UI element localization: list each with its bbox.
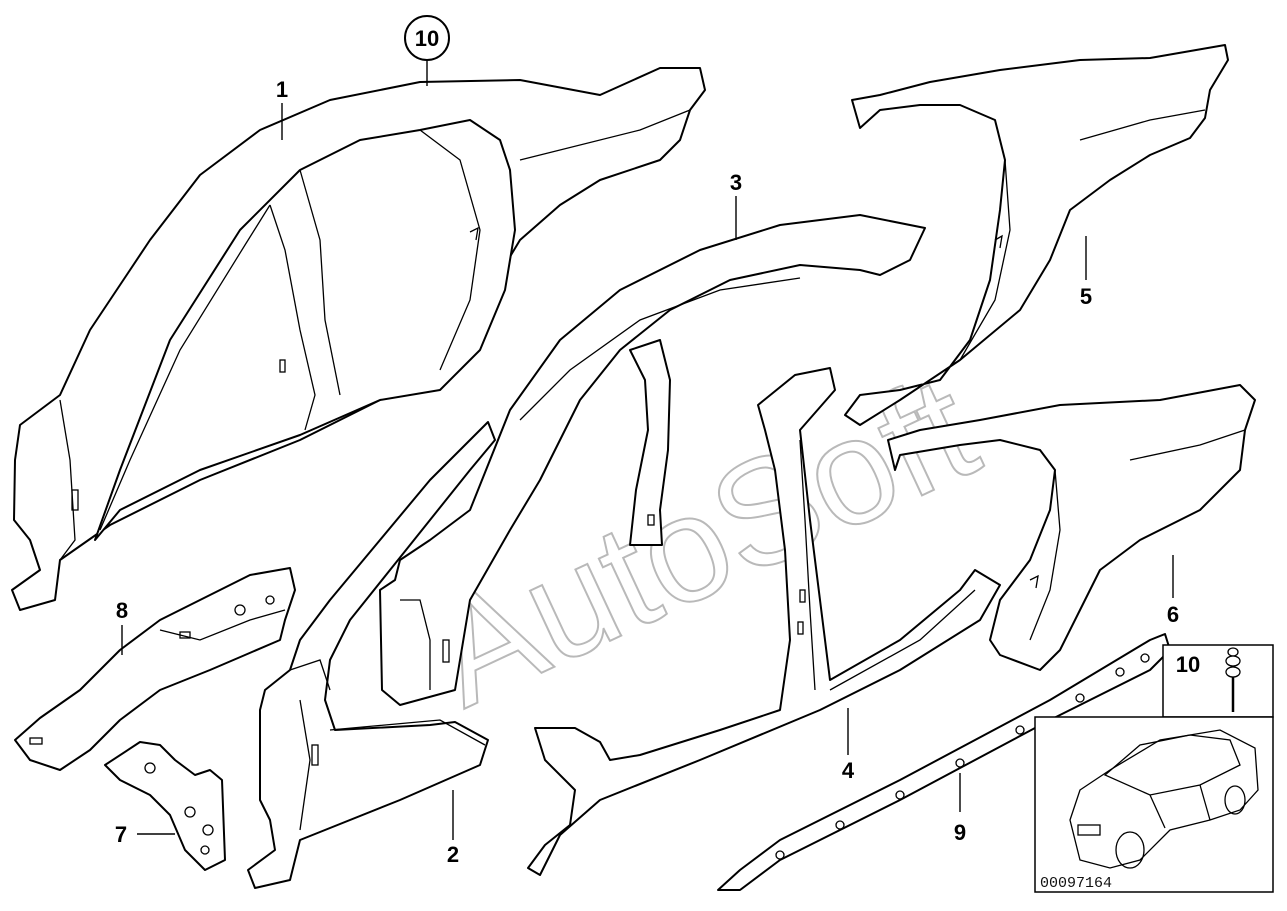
callout-3: 3 bbox=[730, 170, 742, 195]
part-5-rear-quarter-upper[interactable] bbox=[844, 44, 1229, 426]
part-9-sill-strip[interactable] bbox=[717, 633, 1171, 891]
part-6-rear-quarter-lower[interactable] bbox=[887, 384, 1256, 671]
inset-part-10: 10 bbox=[1162, 644, 1274, 718]
callout-8: 8 bbox=[116, 598, 128, 623]
callout-4: 4 bbox=[842, 758, 855, 783]
callout-10-circled: 10 bbox=[404, 15, 450, 86]
inset-car-locator: 00097164 bbox=[1034, 716, 1274, 893]
callout-7: 7 bbox=[115, 822, 127, 847]
callout-9: 9 bbox=[954, 820, 966, 845]
callout-10-inset: 10 bbox=[1176, 652, 1200, 677]
part-3-inner-side-frame[interactable] bbox=[379, 214, 926, 706]
part-7-gusset[interactable] bbox=[104, 741, 226, 871]
callout-10-circled-label: 10 bbox=[415, 26, 439, 51]
part-4-inner-sill-b-pillar[interactable] bbox=[527, 367, 1001, 876]
callout-6: 6 bbox=[1167, 602, 1179, 627]
callouts: 1 2 3 4 5 6 7 8 9 bbox=[115, 77, 1179, 867]
callout-2: 2 bbox=[447, 842, 459, 867]
part-2-a-pillar-sill[interactable] bbox=[247, 421, 496, 889]
part-8-inner-bracket[interactable] bbox=[14, 567, 296, 771]
rivet-icon bbox=[1225, 647, 1241, 712]
callout-1: 1 bbox=[276, 77, 288, 102]
inset-code: 00097164 bbox=[1040, 875, 1112, 892]
car-icon bbox=[1069, 729, 1259, 869]
callout-5: 5 bbox=[1080, 284, 1092, 309]
part-1-side-frame[interactable] bbox=[11, 67, 706, 611]
